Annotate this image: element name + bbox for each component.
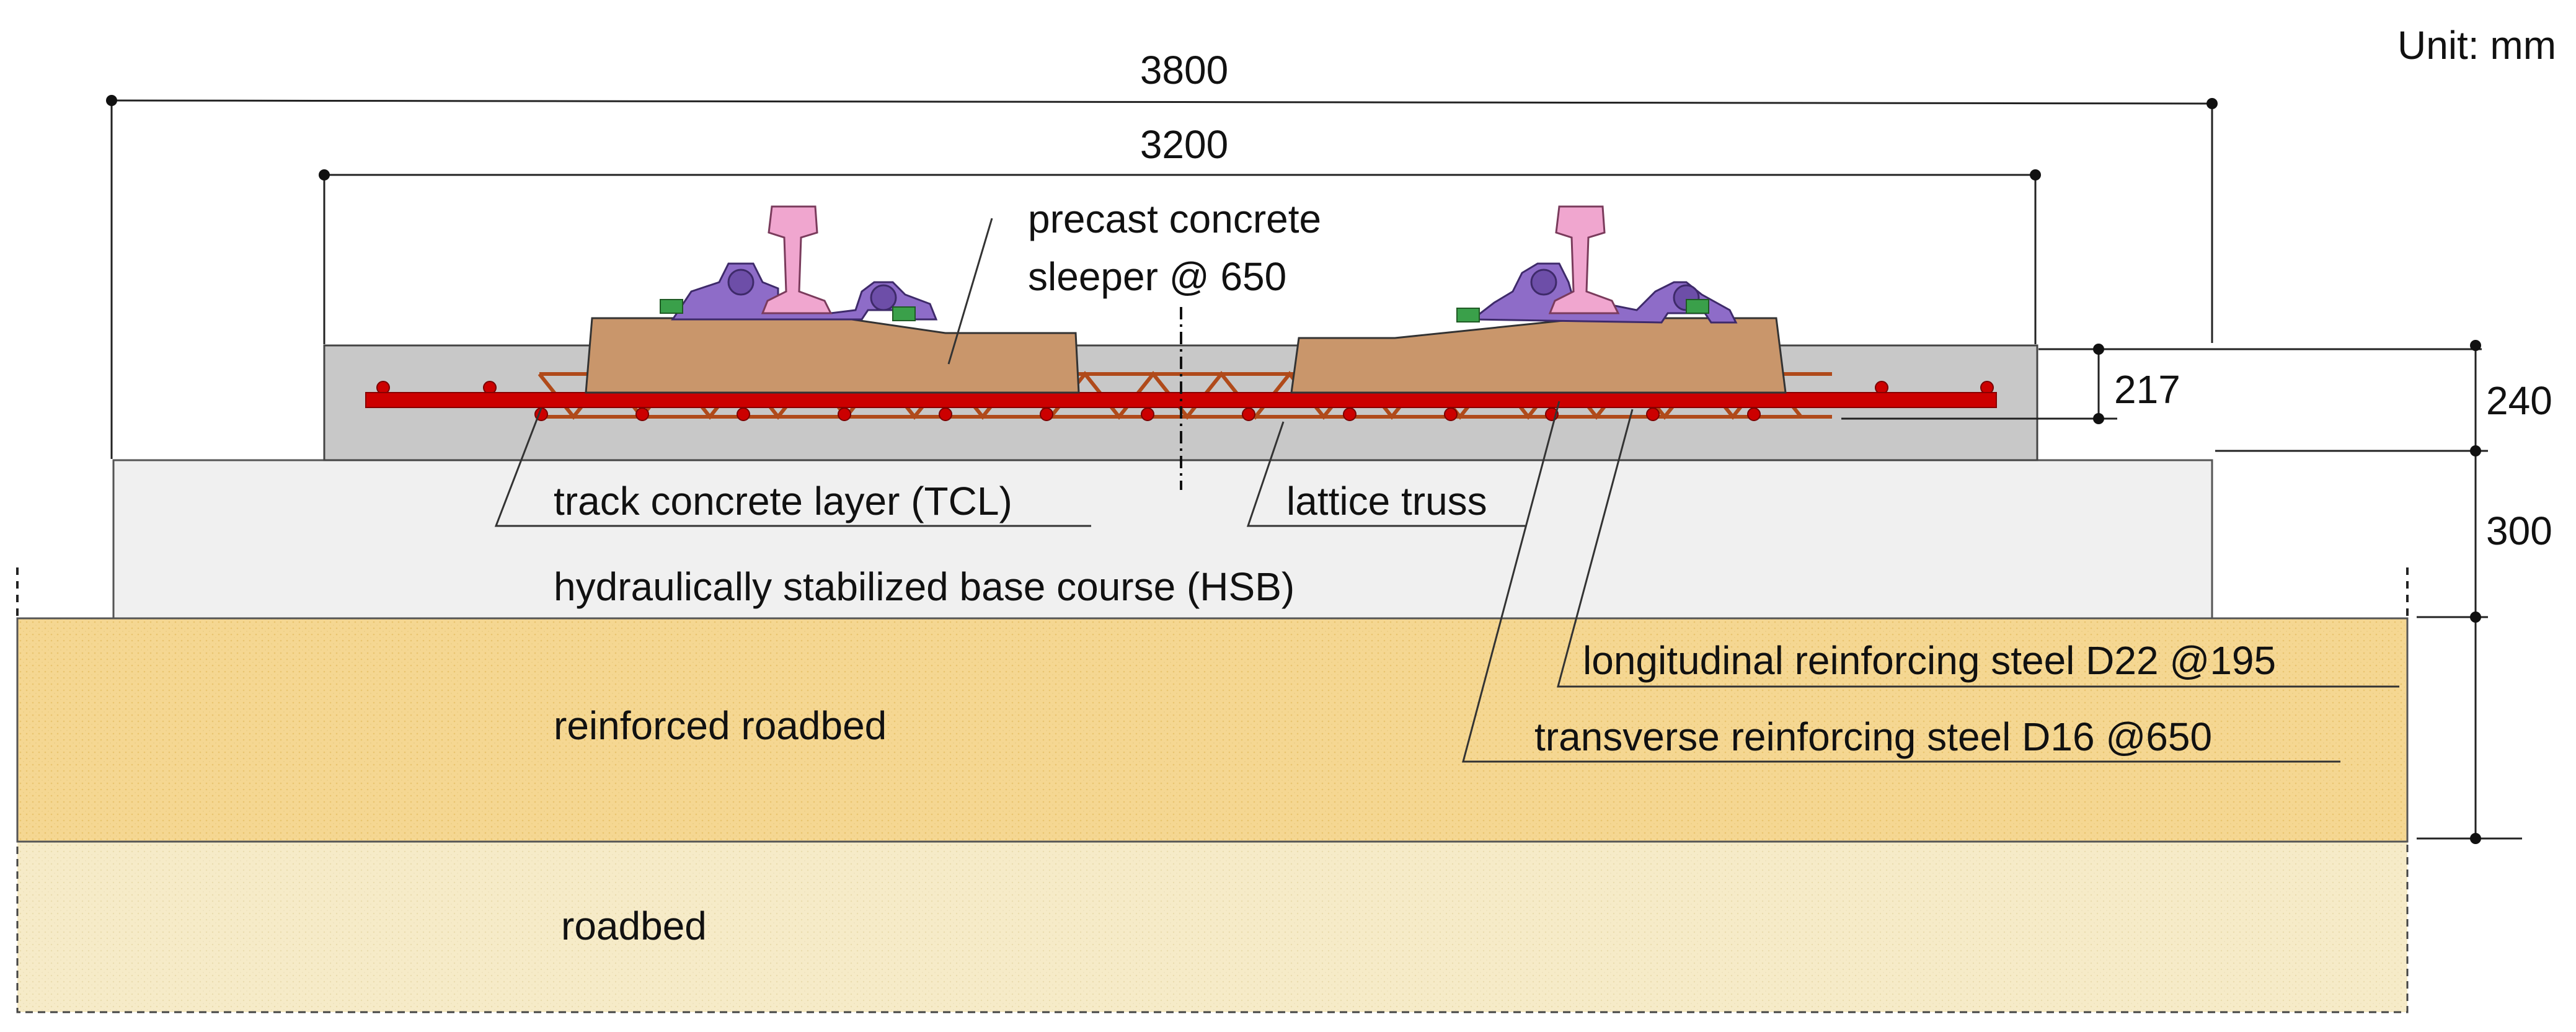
tcl-label: track concrete layer (TCL) — [554, 479, 1012, 523]
rebar-dot — [635, 407, 649, 421]
rebar-dot — [1747, 407, 1761, 421]
rebar-dot — [1444, 407, 1458, 421]
dimension-overall-width — [106, 95, 2218, 459]
tcl-leader — [494, 407, 1091, 527]
rebar-dot — [1141, 407, 1154, 421]
sleeper-label-line1: precast concrete — [1028, 197, 1321, 241]
longitudinal-label: longitudinal reinforcing steel D22 @195 — [1583, 638, 2276, 683]
transverse-leader — [1462, 401, 2340, 763]
roadbed-label: roadbed — [561, 904, 707, 948]
dimension-tcl-hsb-thickness — [2215, 340, 2522, 844]
roadbed-layer — [16, 840, 2409, 1013]
rail-icon — [1548, 205, 1620, 314]
fastening-icon — [1456, 262, 1738, 324]
overall-width-label: 3800 — [1140, 48, 1228, 92]
longitudinal-leader — [1557, 409, 2399, 688]
hsb-thickness-label: 300 — [2486, 509, 2552, 553]
sleeper-label-line2: sleeper @ 650 — [1028, 254, 1286, 299]
rebar-dot — [1040, 407, 1053, 421]
tcl-thickness-label: 240 — [2486, 378, 2552, 423]
reinforced-roadbed-layer — [16, 617, 2409, 843]
rail-icon — [761, 205, 833, 314]
rebar-dot — [838, 407, 851, 421]
lattice-label: lattice truss — [1286, 479, 1487, 523]
transverse-label: transverse reinforcing steel D16 @650 — [1534, 714, 2212, 759]
hsb-layer — [112, 459, 2213, 620]
hsb-label: hydraulically stabilized base course (HS… — [554, 564, 1295, 609]
lattice-leader — [1246, 421, 1525, 527]
dimension-tcl-width — [319, 169, 2041, 344]
rebar-dot — [1242, 407, 1255, 421]
rebar-depth-label: 217 — [2114, 367, 2180, 412]
rebar-dot — [1646, 407, 1660, 421]
unit-label: Unit: mm — [2397, 23, 2556, 68]
sleeper-leader — [947, 218, 993, 365]
rebar-dot — [1343, 407, 1357, 421]
rebar-dot — [939, 407, 952, 421]
rebar-dot — [737, 407, 750, 421]
dimension-rebar-depth — [1841, 344, 2482, 424]
sleeper-right — [1290, 317, 1787, 394]
tcl-width-label: 3200 — [1140, 122, 1228, 167]
sleeper-left — [585, 317, 1080, 394]
reinforced-roadbed-label: reinforced roadbed — [554, 703, 887, 748]
fastening-icon — [660, 262, 938, 321]
